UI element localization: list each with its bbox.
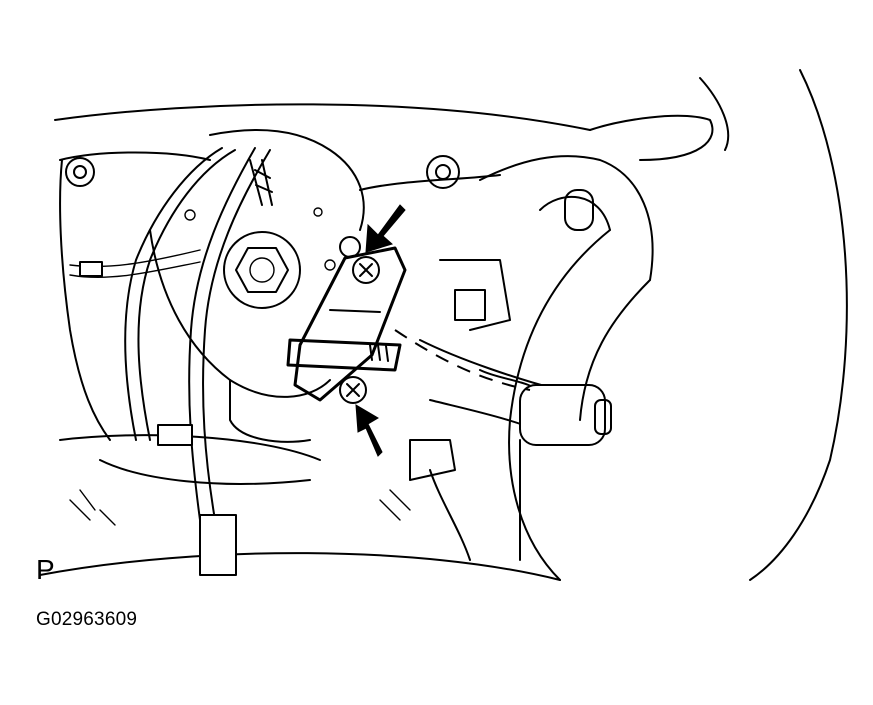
lower-screw [339,376,367,404]
switch-lever [409,229,651,581]
figure-code: G02963609 [36,609,138,630]
lower-detail [69,469,471,561]
steering-wheel-rim [39,69,848,581]
upper-screw-arrow [365,204,406,253]
view-label: P [36,554,55,585]
lower-screw-arrow [355,404,383,457]
steering-hub [59,129,501,485]
wire-harness [69,147,273,576]
column-housing-right [439,114,714,331]
center-nut [184,207,336,309]
guide-line [394,329,531,391]
upper-screw [352,256,380,284]
switch-assembly [286,236,407,402]
